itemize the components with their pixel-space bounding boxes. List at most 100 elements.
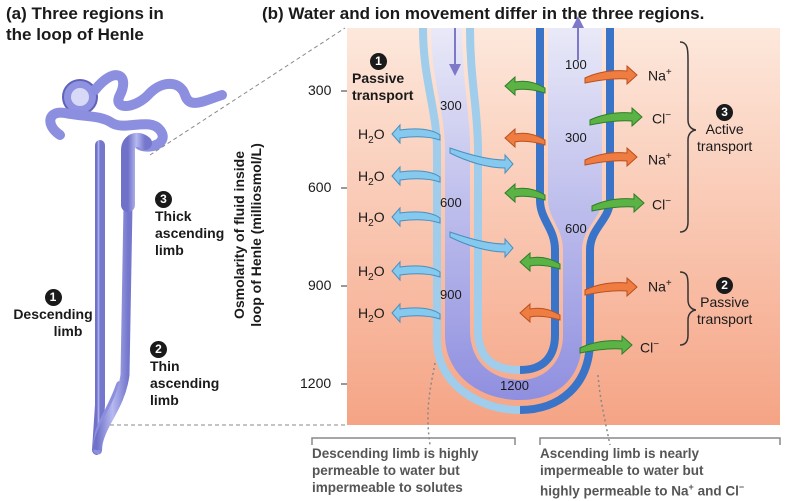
- passive-number-1: 1: [370, 53, 387, 70]
- water-label-sub: 2: [368, 176, 374, 188]
- water-label-sub: 2: [368, 271, 374, 283]
- water-label-base: H: [358, 263, 369, 279]
- water-arrow-icon: [449, 231, 514, 259]
- region1-label: 1 Descending limb: [6, 288, 100, 340]
- na-label: Na+: [648, 64, 672, 85]
- cl-label-base: Cl: [652, 196, 666, 213]
- water-label-tail: O: [373, 168, 385, 184]
- panel-a-title: (a) Three regions in the loop of Henle: [6, 3, 164, 45]
- water-label-sub: 2: [368, 313, 374, 325]
- passive-transport-label-1: 1 Passive transport: [352, 52, 413, 104]
- water-label-base: H: [358, 305, 369, 321]
- cl-label: Cl−: [652, 107, 671, 128]
- region2-line1: Thin: [150, 358, 180, 374]
- region3-label: 3 Thick ascending limb: [155, 190, 224, 259]
- cl-label-sup: −: [653, 339, 660, 350]
- region1-line2: limb: [53, 323, 83, 339]
- region3-line2: ascending: [155, 225, 225, 241]
- passive-transport-label-2: 2 Passive transport: [697, 276, 752, 328]
- cl-label: Cl−: [640, 336, 659, 357]
- region2-label: 2 Thin ascending limb: [150, 340, 219, 409]
- water-label-sub: 2: [368, 217, 374, 229]
- cl-arrow-icon: [504, 75, 546, 97]
- water-arrow-icon: [391, 165, 441, 187]
- cl-label-base: Cl: [640, 339, 654, 356]
- na-label-base: Na: [648, 151, 666, 168]
- cl-label-sup: −: [665, 110, 672, 121]
- ascending-limb-wall: [519, 28, 614, 414]
- caption-right-line2: impermeable to water but: [540, 463, 704, 478]
- active-line2: transport: [697, 138, 753, 154]
- y-tick-1200: 1200: [300, 375, 332, 391]
- na-label: Na+: [648, 148, 672, 169]
- water-label: H2O: [358, 126, 385, 149]
- caption-right-line3-sup2: −: [738, 482, 745, 492]
- cl-arrow-icon: [589, 106, 643, 128]
- caption-descending: Descending limb is highly permeable to w…: [312, 445, 479, 496]
- water-label-tail: O: [373, 126, 385, 142]
- caption-ascending: Ascending limb is nearly impermeable to …: [540, 445, 744, 500]
- region2-line2: ascending: [150, 375, 220, 391]
- descending-value-300: 300: [440, 98, 462, 113]
- passive-1-line1: Passive: [352, 70, 405, 86]
- panel-a-title-line2: the loop of Henle: [6, 25, 144, 44]
- active-transport-label: 3 Active transport: [697, 103, 752, 155]
- water-arrow-icon: [391, 206, 441, 228]
- passive-number-2: 2: [716, 277, 734, 294]
- na-arrow-icon: [584, 64, 638, 86]
- region2-line3: limb: [150, 392, 179, 408]
- y-tick-900: 900: [308, 277, 332, 293]
- panel-a-title-line1: (a) Three regions in: [6, 4, 164, 23]
- water-label: H2O: [358, 209, 385, 232]
- water-label-sub: 2: [368, 134, 374, 146]
- ascending-value-300: 300: [565, 130, 587, 145]
- water-label-base: H: [358, 209, 369, 225]
- cl-arrow-icon: [504, 182, 546, 204]
- caption-left-line1: Descending limb is highly: [312, 446, 479, 461]
- water-label: H2O: [358, 168, 385, 191]
- active-number: 3: [716, 104, 734, 121]
- region1-number: 1: [44, 289, 62, 306]
- na-label-base: Na: [648, 278, 666, 295]
- region2-number: 2: [150, 341, 167, 358]
- y-tick-600: 600: [308, 179, 332, 195]
- water-label-tail: O: [373, 305, 385, 321]
- caption-left-line3: impermeable to solutes: [312, 480, 463, 495]
- active-line1: Active: [705, 121, 744, 137]
- cl-label-sup: −: [665, 196, 672, 207]
- passive-2-line1: Passive: [700, 294, 750, 310]
- caption-right-line3-sup1: +: [688, 482, 694, 492]
- na-label: Na+: [648, 275, 672, 296]
- cl-arrow-icon: [579, 334, 633, 356]
- descending-value-900: 900: [440, 287, 462, 302]
- ascending-value-600: 600: [565, 221, 587, 236]
- cl-arrow-icon: [519, 251, 561, 273]
- cl-label-base: Cl: [652, 110, 666, 127]
- region3-line1: Thick: [155, 208, 192, 224]
- region3-number: 3: [155, 191, 172, 208]
- proximal-tubule-icon: [90, 70, 227, 111]
- na-arrow-icon: [519, 302, 561, 324]
- cl-arrow-icon: [591, 192, 645, 214]
- passive-1-line2: transport: [352, 87, 414, 103]
- caption-left-line2: permeable to water but: [312, 463, 460, 478]
- panel-b-title: (b) Water and ion movement differ in the…: [262, 4, 705, 23]
- water-arrow-icon: [391, 123, 441, 145]
- na-arrow-icon: [504, 127, 546, 149]
- na-label-sup: +: [665, 67, 672, 78]
- water-label: H2O: [358, 263, 385, 286]
- caption-right-line3-a: highly permeable to Na: [540, 483, 689, 499]
- thick-ascending-limb-icon: [121, 132, 152, 212]
- na-arrow-icon: [584, 146, 638, 168]
- water-label-tail: O: [373, 263, 385, 279]
- passive-2-line2: transport: [697, 311, 753, 327]
- nephron-illustration: [45, 70, 227, 455]
- water-arrow-icon: [391, 302, 441, 324]
- cl-label: Cl−: [652, 193, 671, 214]
- water-label: H2O: [358, 305, 385, 328]
- caption-right-line1: Ascending limb is nearly: [540, 446, 700, 461]
- caption-right-line3: highly permeable to Na+ and Cl−: [540, 479, 744, 500]
- na-arrow-icon: [584, 276, 638, 298]
- na-label-sup: +: [665, 151, 672, 162]
